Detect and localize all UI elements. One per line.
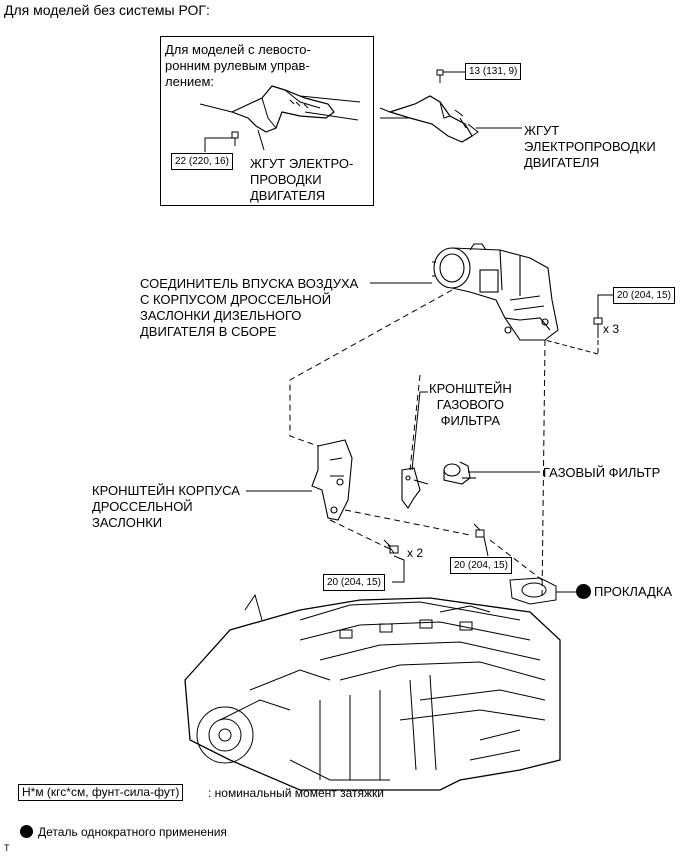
engine-block-icon: [184, 593, 561, 791]
inset-torque-spec: 22 (220, 16): [171, 153, 233, 170]
inset-harness-leader: [257, 129, 265, 151]
bracket-bolt-torque: 20 (204, 15): [323, 574, 385, 591]
intake-torque-leader: [597, 294, 613, 318]
gasket-icon: [509, 577, 557, 605]
intake-bolt-qty: x 3: [603, 322, 620, 336]
gas-filter-bracket-label: КРОНШТЕЙН ГАЗОВОГО ФИЛЬТРА: [429, 381, 512, 428]
bracket-torque-leader: [392, 555, 405, 583]
intake-connector-label: СОЕДИНИТЕЛЬ ВПУСКА ВОЗДУХА С КОРПУСОМ ДР…: [140, 276, 359, 339]
intake-bolt-torque: 20 (204, 15): [613, 287, 675, 304]
throttle-bracket-label: КРОНШТЕЙН КОРПУСА ДРОССЕЛЬНОЙ ЗАСЛОНКИ: [92, 483, 240, 530]
inset-harness-label: ЖГУТ ЭЛЕКТРО- ПРОВОДКИ ДВИГАТЕЛЯ: [250, 156, 354, 203]
top-torque-spec: 13 (131, 9): [465, 63, 522, 80]
throttle-bracket-icon: [311, 439, 353, 521]
top-harness-label: ЖГУТ ЭЛЕКТРОПРОВОДКИ ДВИГАТЕЛЯ: [524, 123, 656, 170]
gas-filter-bracket-leader: [411, 391, 428, 471]
filter-bracket-bolt-torque: 20 (204, 15): [450, 557, 512, 574]
gas-filter-icon: [443, 461, 476, 485]
filter-bracket-bolt-icon: [473, 523, 485, 538]
bracket-bolt-qty: x 2: [407, 546, 424, 560]
bracket-dashed-line: [289, 289, 453, 447]
top-bolt-icon: [436, 69, 444, 83]
gasket-label: ПРОКЛАДКА: [594, 584, 673, 599]
corner-mark: T: [4, 843, 10, 853]
legend-single-use-text: Деталь однократного применения: [38, 825, 227, 839]
inset-torque-leader: [204, 137, 232, 152]
intake-dashed-line: [541, 339, 546, 601]
legend-torque-units: Н*м (кгс*см, фунт-сила-фут): [18, 784, 184, 801]
top-harness-bracket-icon: [379, 95, 479, 143]
inset-title: Для моделей с левосто- ронним рулевым уп…: [165, 42, 311, 89]
lhd-inset-frame: [160, 36, 374, 206]
throttle-body-assembly-icon: [432, 243, 559, 341]
inset-harness-bracket-icon: [199, 85, 361, 133]
bracket-bolt-icon: [383, 539, 399, 554]
inset-bolt-icon: [231, 131, 239, 146]
page-title: Для моделей без системы РОГ:: [4, 2, 210, 18]
legend-single-use-icon: [20, 825, 33, 838]
gas-filter-bracket-icon: [401, 467, 429, 509]
single-use-marker-icon: [576, 584, 591, 599]
gas-filter-label: ГАЗОВЫЙ ФИЛЬТР: [543, 465, 661, 480]
intake-bolt-icon: [593, 317, 603, 338]
legend-torque-desc: : номинальный момент затяжки: [208, 786, 384, 800]
